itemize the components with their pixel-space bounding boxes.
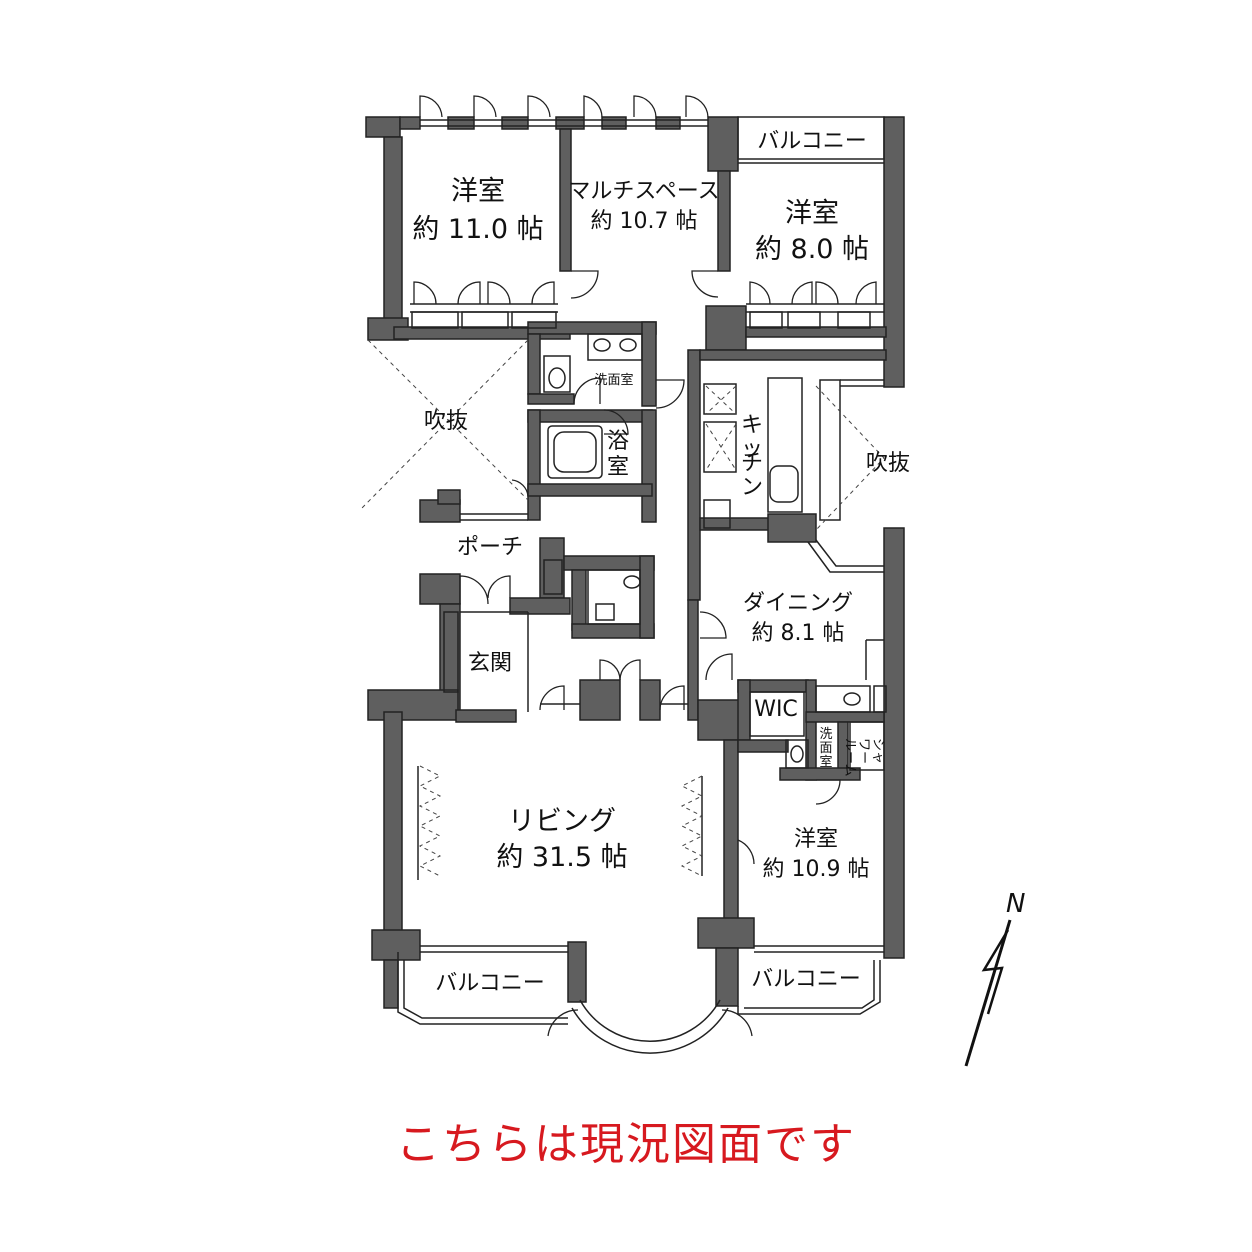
porch-label: ポーチ [457,535,523,560]
room-area-western-se: 約 10.9 帖 [763,857,870,882]
room-labels: 洋室 約 11.0 帖 マルチスペース 約 10.7 帖 洋室 約 8.0 帖 … [412,129,910,996]
room-name-western-nw: 洋室 [451,176,505,207]
room-area-multi-space: 約 10.7 帖 [591,209,698,234]
kitchen-label-4: ン [741,475,763,500]
kitchen-label-1: キ [741,413,763,438]
room-name-western-se: 洋室 [794,827,838,852]
void-east-label: 吹抜 [866,451,910,476]
balcony-se-label: バルコニー [751,967,861,992]
room-name-living: リビング [508,806,616,837]
void-west-label: 吹抜 [424,409,468,434]
wic-label: WIC [754,697,798,722]
bath-label-2: 室 [607,455,629,480]
door-swings [413,95,877,1037]
room-name-western-ne: 洋室 [785,198,839,229]
room-area-western-ne: 約 8.0 帖 [755,234,869,265]
kitchen-label-2: ッ [741,437,763,462]
shower-label-3: ルーム [842,738,857,777]
entrance-label: 玄関 [468,651,512,676]
room-area-western-nw: 約 11.0 帖 [412,214,543,245]
washroom-2-label-3: 室 [819,754,832,770]
shower-label-1: シャ [870,738,885,764]
bath-label-1: 浴 [607,429,629,454]
kitchen-label-3: チ [741,451,763,476]
current-plan-caption: こちらは現況図面です [396,1119,856,1170]
room-area-dining: 約 8.1 帖 [752,621,845,646]
plan-lines [397,116,887,1054]
room-area-living: 約 31.5 帖 [496,842,627,873]
washroom-1-label: 洗面室 [594,372,633,388]
washroom-2-label-2: 面 [819,741,832,756]
room-name-dining: ダイニング [743,591,853,616]
shower-label-2: ワー [856,738,871,764]
room-name-multi-space: マルチスペース [568,179,719,204]
walls [365,116,905,1009]
floor-plan: N 洋室 約 11.0 帖 マルチスペース 約 10.7 帖 洋室 約 8.0 … [359,95,1025,1067]
balcony-north-label: バルコニー [757,129,867,154]
compass-n-label: N [1006,889,1025,919]
compass: N [964,889,1025,1067]
balcony-sw-label: バルコニー [435,971,545,996]
void-markers [359,339,885,877]
washroom-2-label-1: 洗 [819,727,832,742]
